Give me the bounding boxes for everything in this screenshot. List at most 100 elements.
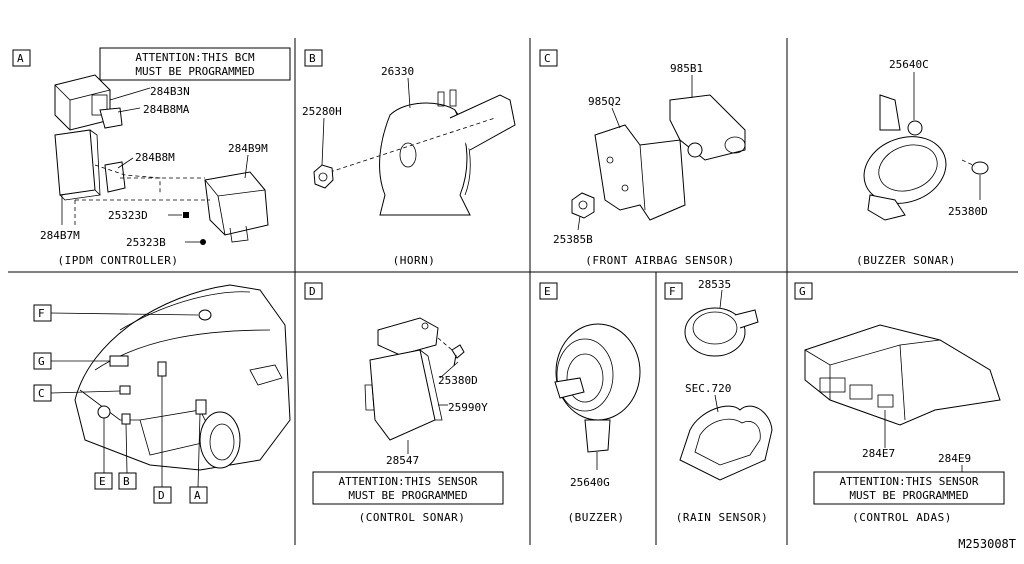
panel-a: A ATTENTION:THIS BCM MUST BE PROGRAMMED [12,47,291,267]
screw-25380d-sonar [437,337,465,367]
part-25280H: 25280H [302,105,342,118]
screw-25380d [961,159,989,175]
panel-buzzer-sonar: 25640C 25380D (BUZZER SONAR) [856,58,989,267]
ipdm-box-drawing [204,171,269,243]
control-sonar-drawing [364,317,443,441]
part-284B7M: 284B7M [40,229,80,242]
airbag-bracket-drawing [594,124,686,221]
panel-b-letter-box [304,49,323,67]
leader-dashed-1 [74,199,210,225]
panel-e-caption: (BUZZER) [568,511,625,524]
callout-a-box [189,486,208,504]
part-25323D: 25323D [108,209,148,222]
panel-a-attention-box [99,47,291,81]
part-28547: 28547 [386,454,419,467]
callout-d: D [158,489,165,502]
ref-sec-720: SEC.720 [685,382,731,395]
panel-g-letter: G [799,285,806,298]
callout-b-box [118,472,137,490]
part-28535: 28535 [698,278,731,291]
panel-d-attention-line-1: ATTENTION:THIS SENSOR [338,475,477,488]
callout-g: G [38,355,45,368]
part-25380D-sonar: 25380D [948,205,988,218]
nut-25323d [183,212,189,218]
callout-d-box [153,486,172,504]
panel-e-letter-box [539,282,558,300]
panel-g-attention-line-2: MUST BE PROGRAMMED [849,489,968,502]
nut-25280h [313,164,334,189]
panel-g-letter-box [794,282,813,300]
panel-f-letter-box [664,282,683,300]
callout-a: A [194,489,201,502]
callout-e-box [94,472,113,490]
bolt-25323b [200,239,206,245]
part-25640C: 25640C [889,58,929,71]
part-284B3N: 284B3N [150,85,190,98]
panel-f-caption: (RAIN SENSOR) [676,511,769,524]
adas-module-drawing [804,324,1001,426]
part-284B8MA: 284B8MA [143,103,190,116]
panel-d: D 25380D 25990Y 28547 ATTENTION:THIS SEN… [304,282,504,524]
panel-grid [8,38,1018,545]
part-25990Y: 25990Y [448,401,488,414]
nut-25385b [571,192,595,219]
callout-f: F [38,307,45,320]
panel-a-letter: A [17,52,24,65]
part-284E9: 284E9 [938,452,971,465]
diagram-id: M253008T [958,537,1016,551]
rain-sensor-bracket-drawing [679,405,773,481]
part-284B8M: 284B8M [135,151,175,164]
panel-a-attention-line-2: MUST BE PROGRAMMED [135,65,254,78]
panel-b-letter: B [309,52,316,65]
panel-g-attention-line-1: ATTENTION:THIS SENSOR [839,475,978,488]
panel-d-attention-line-2: MUST BE PROGRAMMED [348,489,467,502]
part-25380D-control: 25380D [438,374,478,387]
panel-e: E 25640G (BUZZER) [539,282,641,524]
part-26330: 26330 [381,65,414,78]
part-25385B: 25385B [553,233,593,246]
vehicle-drawing [74,284,291,471]
panel-c: C 985B1 985Q2 25385B (FRONT AIRBAG SENSO… [539,49,746,267]
panel-c-letter-box [539,49,558,67]
panel-d-caption: (CONTROL SONAR) [359,511,466,524]
part-25640G: 25640G [570,476,610,489]
part-985Q2: 985Q2 [588,95,621,108]
panel-g-attention-box [813,471,1005,505]
horn-drawing [379,89,516,216]
panel-c-caption: (FRONT AIRBAG SENSOR) [585,254,735,267]
panel-g-caption: (CONTROL ADAS) [852,511,952,524]
callout-b: B [123,475,130,488]
buzzer-sonar-drawing [863,94,947,221]
panel-d-letter-box [304,282,323,300]
part-284E7: 284E7 [862,447,895,460]
callout-c: C [38,387,45,400]
buzzer-sonar-caption: (BUZZER SONAR) [856,254,956,267]
panel-a-attention-line-1: ATTENTION:THIS BCM [135,51,255,64]
panel-e-letter: E [544,285,551,298]
panel-a-letter-box [12,49,31,67]
panel-b: B 26330 25280H (HORN) [302,49,516,267]
panel-vehicle: F G C E B D A [33,284,291,504]
panel-f: F 28535 SEC.720 (RAIN SENSOR) [664,278,773,524]
panel-b-caption: (HORN) [393,254,436,267]
panel-c-letter: C [544,52,551,65]
panel-g: G 284E7 284E9 ATTENTION:THIS SENSOR MUST… [794,282,1005,524]
bcm-module-drawing [54,74,111,131]
panel-f-letter: F [669,285,676,298]
bracket-drawing [99,107,123,129]
part-985B1: 985B1 [670,62,703,75]
panel-d-attention-box [312,471,504,505]
airbag-sensor-drawing [669,94,746,161]
part-25323B: 25323B [126,236,166,249]
panel-a-caption: (IPDM CONTROLLER) [57,254,178,267]
horn-dashed-line [329,117,496,173]
part-284B9M: 284B9M [228,142,268,155]
callout-e: E [99,475,106,488]
clip-drawing [104,161,126,193]
rain-sensor-drawing [684,307,759,357]
panel-d-letter: D [309,285,316,298]
buzzer-drawing [554,323,641,453]
ipdm-module-drawing [54,129,101,201]
